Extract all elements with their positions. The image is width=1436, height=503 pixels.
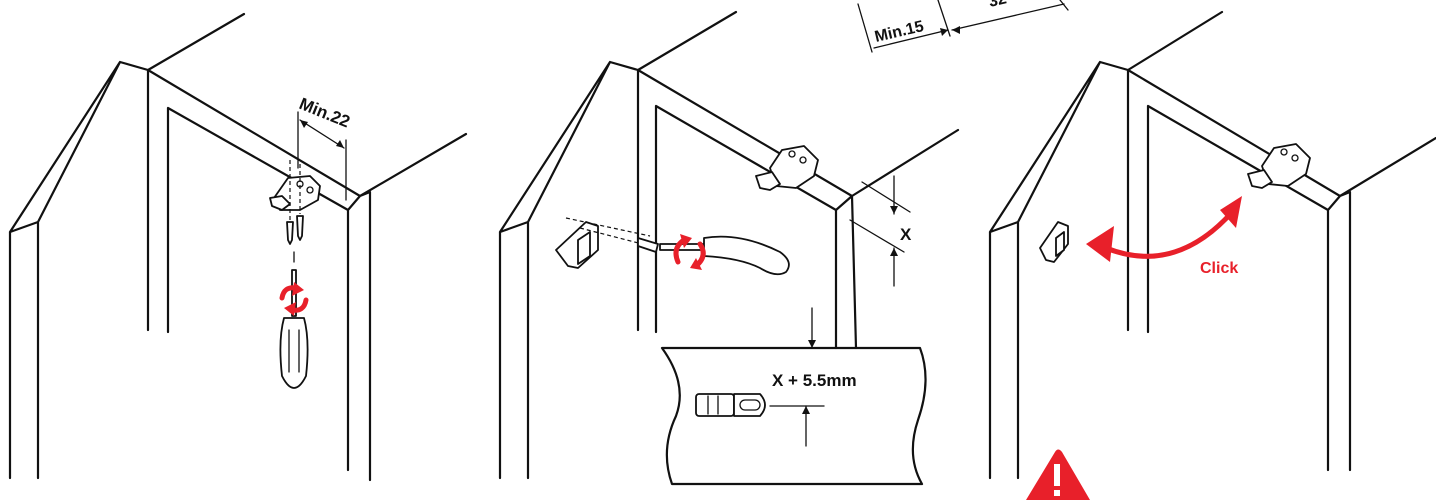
panel-2-mount-strike: X X + 5.5mm — [498, 10, 960, 486]
rotation-arrow-icon — [673, 234, 706, 270]
magnetic-catch-mounted — [755, 145, 819, 191]
click-arrow-icon — [1086, 196, 1242, 262]
magnetic-catch — [269, 175, 321, 211]
screwdriver-icon — [279, 269, 309, 389]
screw-left — [286, 160, 294, 245]
strike-plate — [555, 221, 599, 269]
screw-right — [296, 164, 304, 241]
strike-plate-top-view — [695, 393, 766, 417]
rotation-arrow-icon — [279, 282, 309, 316]
x-dimension — [849, 175, 911, 287]
cabinet-outline-2 — [498, 10, 960, 480]
magnetic-catch-mounted — [1247, 143, 1311, 189]
panel-1-mount-catch: Min.22 — [8, 12, 468, 482]
x-label: X — [900, 225, 912, 244]
click-label: Click — [1200, 260, 1238, 277]
cabinet-outline-1 — [8, 12, 468, 482]
panel-3-test-click — [988, 10, 1436, 480]
dim-label-top: 32 — [987, 0, 1008, 11]
offset-label: X + 5.5mm — [772, 371, 857, 390]
warning-icon — [1026, 449, 1090, 500]
min-dimension-1 — [297, 111, 347, 201]
strike-plate-on-door — [1039, 221, 1069, 263]
top-dimensions — [857, 0, 1069, 53]
detail-inset — [660, 307, 927, 486]
cabinet-outline-3 — [988, 10, 1436, 480]
